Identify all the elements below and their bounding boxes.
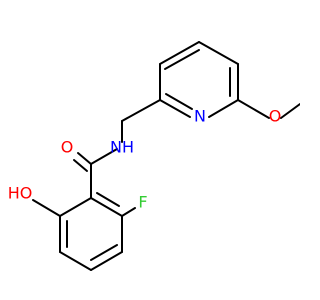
bond (121, 99, 161, 122)
bond (121, 207, 136, 217)
bond (165, 93, 193, 110)
molecule-structure: O NH N O F HO (8, 41, 300, 271)
hydroxyl-label: HO (8, 184, 33, 203)
bond (90, 148, 118, 165)
bond (208, 99, 239, 118)
bond (90, 251, 123, 271)
bond (280, 103, 300, 119)
fluorine-label: F (138, 193, 147, 212)
bond (90, 244, 118, 261)
bond (164, 49, 200, 70)
pyridine-nitrogen-label: N (194, 107, 206, 126)
bond (198, 41, 239, 65)
bond (237, 99, 270, 119)
bond (96, 192, 120, 207)
methoxy-oxygen-label: O (269, 107, 282, 126)
amide-oxygen-label: O (61, 138, 74, 157)
atom-label-layer: O NH N O F HO (8, 107, 282, 212)
bond (73, 159, 88, 172)
bond (159, 99, 191, 118)
molecule-diagram: O NH N O F HO (7, 41, 300, 271)
bond (159, 41, 200, 65)
amide-nitrogen-label: NH (110, 138, 134, 157)
bond (90, 197, 123, 217)
bond (59, 197, 92, 217)
bond-layer (32, 41, 300, 271)
bond (59, 251, 92, 271)
bond (32, 199, 61, 217)
bond (77, 152, 92, 165)
